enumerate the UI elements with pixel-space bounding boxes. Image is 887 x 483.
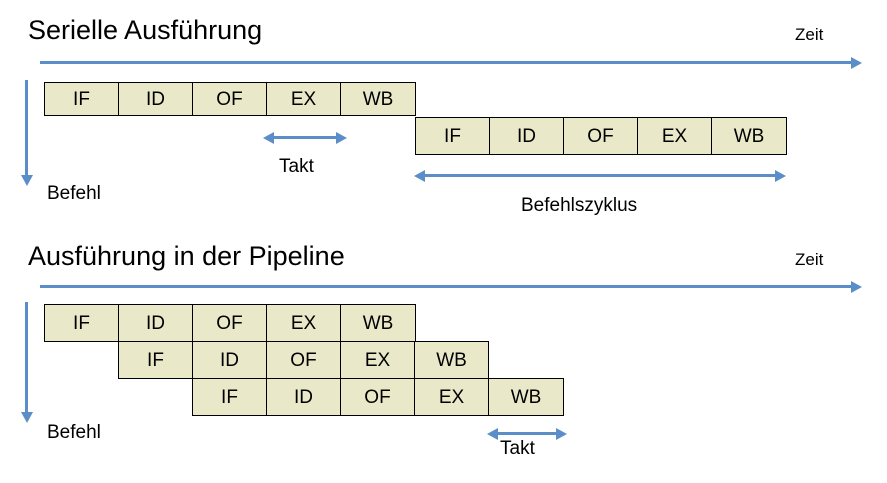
stage-box: ID xyxy=(489,117,564,155)
stage-box: EX xyxy=(414,378,489,416)
stage-box: WB xyxy=(414,341,489,379)
stage-box: WB xyxy=(340,304,416,342)
stage-box: WB xyxy=(711,117,787,155)
section-title-serial: Serielle Ausführung xyxy=(28,15,263,45)
stage-box: OF xyxy=(192,304,267,342)
stage-box: IF xyxy=(44,304,119,342)
instruction-axis-label-pipeline: Befehl xyxy=(47,422,101,443)
stage-box: IF xyxy=(44,82,119,116)
stage-box: OF xyxy=(563,117,638,155)
stage-box: EX xyxy=(266,82,341,116)
takt-label-pipeline: Takt xyxy=(500,438,535,459)
stage-box: WB xyxy=(340,82,416,116)
stage-box: WB xyxy=(488,378,564,416)
stage-box: IF xyxy=(118,341,193,379)
stage-box: EX xyxy=(637,117,712,155)
stage-box: EX xyxy=(266,304,341,342)
stage-box: OF xyxy=(340,378,415,416)
time-axis-label-pipeline: Zeit xyxy=(795,250,824,269)
takt-label-serial: Takt xyxy=(279,156,314,177)
stage-box: IF xyxy=(192,378,267,416)
section-title-pipeline: Ausführung in der Pipeline xyxy=(28,241,345,271)
befehlszyklus-label: Befehlszyklus xyxy=(521,195,638,216)
stage-box: EX xyxy=(340,341,415,379)
stage-box: OF xyxy=(266,341,341,379)
stage-box: OF xyxy=(192,82,267,116)
time-axis-label-serial: Zeit xyxy=(795,25,824,44)
stage-box: IF xyxy=(415,117,490,155)
stage-box: ID xyxy=(192,341,267,379)
stage-box: ID xyxy=(118,82,193,116)
instruction-axis-label-serial: Befehl xyxy=(47,183,101,204)
stage-box: ID xyxy=(118,304,193,342)
stage-box: ID xyxy=(266,378,341,416)
